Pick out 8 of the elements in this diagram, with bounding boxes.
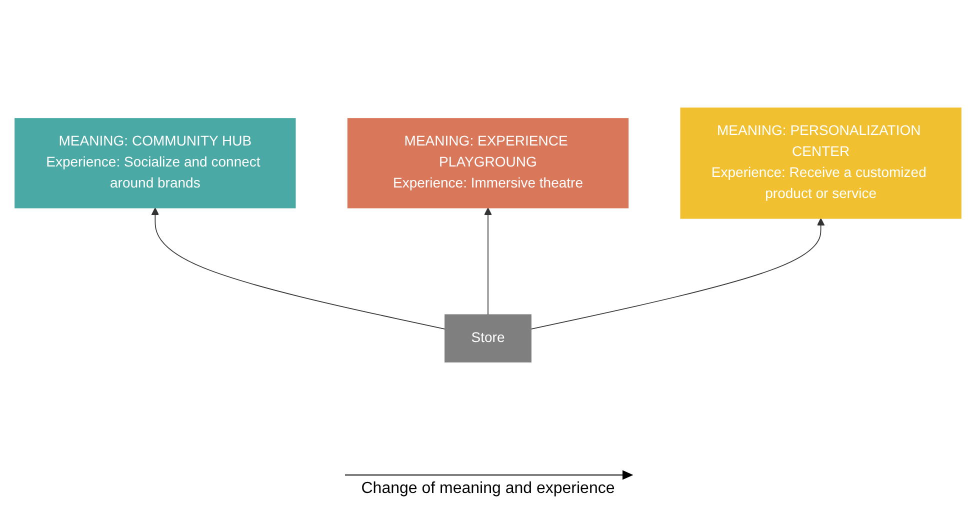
node-box: MEANING: COMMUNITY HUB Experience: Socialize and connect around brands [14, 118, 296, 208]
axis-caption: Change of meaning and experience [361, 480, 615, 498]
node-box: MEANING: EXPERIENCE PLAYGROUNG Experience: Immersive theatre [347, 118, 629, 208]
arrow [151, 208, 446, 330]
node-box: MEANING: PERSONALIZATION CENTER Experience: Receive a customized product or service [680, 108, 962, 219]
node-box: Store [444, 314, 532, 362]
arrow [484, 208, 492, 316]
arrow [530, 218, 825, 330]
